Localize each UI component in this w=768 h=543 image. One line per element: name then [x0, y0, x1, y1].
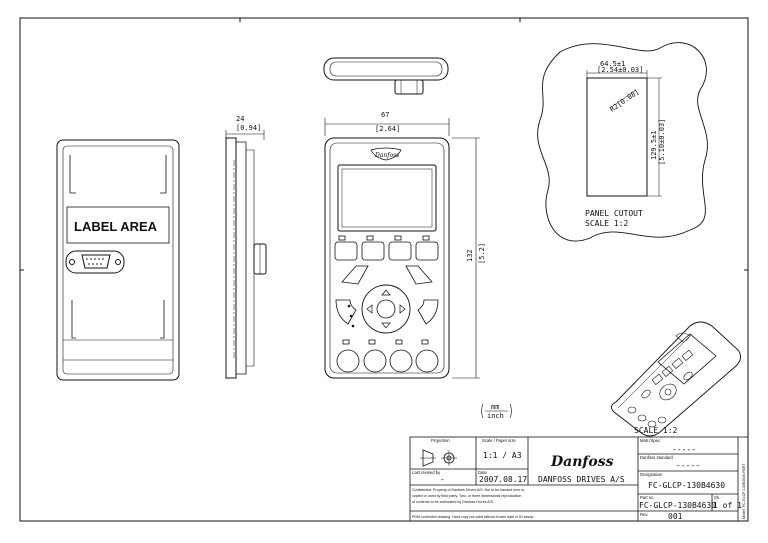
front-dim-width-inch: [2.64]	[375, 125, 400, 133]
pdm-note: PDM controlled drawing. Hard copy not va…	[412, 515, 534, 519]
cutout-title: PANEL CUTOUT	[585, 209, 643, 218]
danfoss-logo: Danfoss	[550, 454, 614, 470]
rev-label: Rev.	[640, 512, 648, 517]
scale-label: Scale / Paper size	[482, 438, 516, 443]
title-block	[409, 436, 749, 522]
unit-inch: inch	[487, 412, 504, 420]
date-label: Date	[478, 470, 488, 475]
partno-label: Part no.	[640, 495, 655, 500]
side-dim-mm: 24	[236, 115, 244, 123]
company-name: DANFOSS DRIVES A/S	[538, 475, 625, 484]
material-value: -----	[672, 445, 696, 454]
rev-value: 001	[668, 512, 683, 521]
cutout-dim-width: 64.5±1	[600, 60, 625, 68]
cutout-dim-radius: R2[0.08]	[609, 88, 641, 114]
front-view: 67 [2.64] 132 [5.2] Danfoss	[324, 111, 486, 379]
iso-scale: SCALE 1:2	[634, 426, 678, 435]
projection-symbol-icon	[420, 449, 457, 467]
front-dim-width-mm: 67	[381, 111, 389, 119]
designation-value: FC-GLCP-130B4630	[648, 481, 725, 490]
front-dim-height-inch: [5.2]	[478, 243, 486, 264]
projection-label: Projection	[431, 438, 450, 443]
partno-value: FC-GLCP-130B4630	[639, 501, 716, 510]
top-view	[323, 57, 449, 95]
scale-value: 1:1 / A3	[483, 451, 522, 460]
back-view: LABEL AREA	[56, 139, 180, 381]
panel-cutout-view: 64.5±1 [2.54±0.03] 129.5±1 [5.10±0.03] R…	[537, 42, 708, 242]
confidential-line-3: of contents to be authorized by Danfoss …	[412, 500, 494, 504]
confidential-line-2: copied or used by third party. Two- or t…	[412, 494, 521, 498]
cutout-scale: SCALE 1:2	[585, 219, 629, 228]
side-dim-inch: [0.94]	[236, 124, 261, 132]
sheet-label: Sh.	[714, 495, 720, 500]
last-revised-value: -	[440, 475, 445, 484]
confidential-line-1: Confidential: Property of Danfoss Drives…	[412, 488, 525, 492]
sheet-value: 1 of 1	[713, 501, 742, 510]
cutout-dim-height-inch: [5.10±0.03]	[658, 119, 666, 165]
material-label: Matr./Spec.	[640, 438, 661, 443]
date-value: 2007.08.17	[479, 475, 527, 484]
isometric-view: SCALE 1:2	[611, 321, 741, 437]
standard-label: Danfoss standard	[640, 455, 673, 460]
side-view: 24 [0.94]	[225, 115, 267, 379]
front-dim-height-mm: 132	[466, 249, 474, 262]
label-area-text: LABEL AREA	[74, 219, 158, 234]
title-block-text: Projection Scale / Paper size 1:1 / A3 L…	[412, 438, 746, 521]
unit-mm: mm	[491, 403, 499, 411]
cutout-dim-height: 129.5±1	[650, 130, 658, 160]
sheet-border	[19, 17, 749, 522]
units-box: mm inch	[481, 403, 512, 420]
front-logo-text: Danfoss	[374, 152, 399, 159]
designation-label: Designation	[640, 472, 663, 477]
cutout-dim-width-inch: [2.54±0.03]	[597, 66, 643, 74]
standard-value: -----	[676, 461, 700, 470]
model-side-text: Model: FC-GLCP-130B4630.PART	[742, 463, 746, 519]
last-revised-label: Last revised by	[412, 470, 441, 475]
